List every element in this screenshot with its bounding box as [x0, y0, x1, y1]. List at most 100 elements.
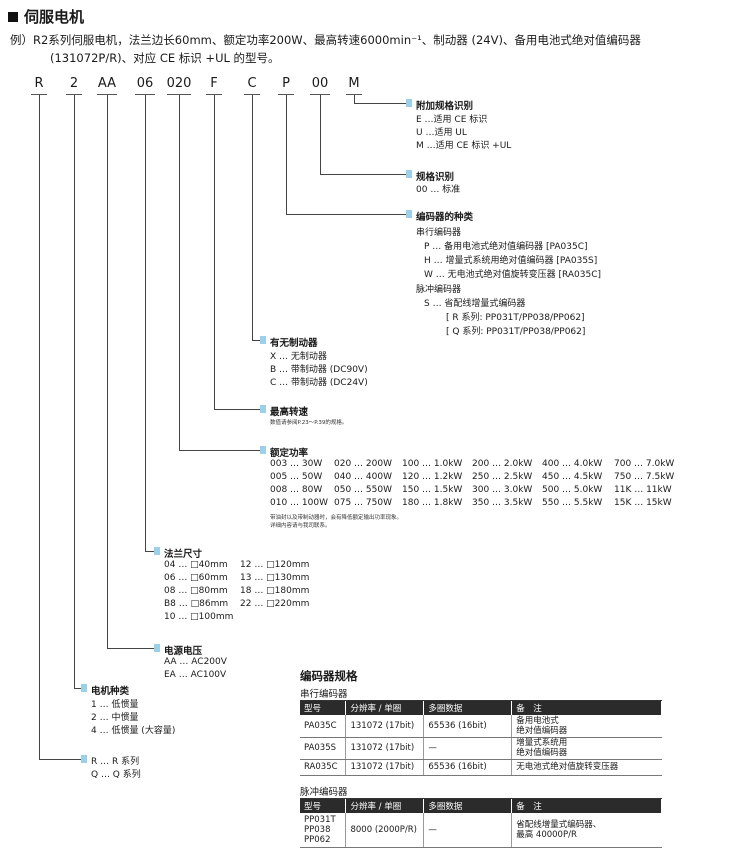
code-underline — [206, 94, 222, 95]
page-title-text: 伺服电机 — [24, 8, 85, 26]
power-item: 400 … 4.0kW — [542, 459, 603, 469]
code-underline — [135, 94, 155, 95]
connector-line — [286, 95, 287, 214]
cell-resolution: 8000 (2000P/R) — [345, 813, 424, 848]
section-marker-icon — [154, 644, 160, 652]
connector-line — [39, 759, 81, 760]
connector-line — [214, 95, 215, 409]
table-header-row: 型号 分辨率 / 单圈 多圈数据 备 注 — [300, 799, 662, 813]
section-marker-icon — [260, 405, 266, 413]
connector-line — [179, 450, 260, 451]
encoder-pulse-title: 脉冲编码器 — [416, 285, 462, 295]
speed-note: 数值请参阅P.23～P.39的规格。 — [270, 420, 348, 426]
power-item: 250 … 2.5kW — [472, 472, 533, 482]
connector-line — [74, 688, 81, 689]
encoder-item: W … 无电池式绝对值旋转变压器 [RA035C] — [424, 270, 602, 280]
encoder-item: H … 增量式系统用绝对值编码器 [PA035S] — [424, 256, 598, 266]
section-marker-icon — [406, 99, 412, 107]
header-note: 备 注 — [511, 701, 662, 715]
speed-title: 最高转速 — [270, 407, 309, 418]
cell-resolution: 131072 (17bit) — [345, 737, 424, 760]
connector-line — [354, 95, 355, 103]
table-header-row: 型号 分辨率 / 单圈 多圈数据 备 注 — [300, 701, 662, 715]
spec-title: 规格识别 — [416, 172, 455, 183]
table-row: PA035C 131072 (17bit) 65536 (16bit) 备用电池… — [300, 715, 662, 738]
connector-line — [252, 340, 260, 341]
power-item: 075 … 750W — [334, 498, 392, 508]
brake-item: B … 带制动器 (DC90V) — [270, 365, 368, 375]
model-line: PP031T — [304, 814, 336, 825]
code-option: M — [348, 76, 360, 91]
connector-line — [320, 174, 406, 175]
code-underline — [278, 94, 294, 95]
section-marker-icon — [260, 446, 266, 454]
power-item: 11K … 11kW — [614, 485, 672, 495]
cell-multiturn: 65536 (16bit) — [423, 759, 512, 776]
cell-note: 增量式系统用绝对值编码器 — [511, 737, 662, 760]
code-spec: 00 — [311, 76, 329, 91]
code-underline — [31, 94, 47, 95]
note-line: 备用电池式 — [516, 715, 559, 726]
option-item: E …适用 CE 标识 — [416, 115, 488, 125]
code-underline — [244, 94, 260, 95]
power-item: 008 … 80W — [270, 485, 323, 495]
power-item: 150 … 1.5kW — [402, 485, 463, 495]
square-bullet-icon — [8, 12, 18, 22]
connector-line — [39, 95, 40, 759]
power-item: 200 … 2.0kW — [472, 459, 533, 469]
code-power: 020 — [166, 76, 192, 91]
power-item: 100 … 1.0kW — [402, 459, 463, 469]
note-line: 绝对值编码器 — [516, 725, 568, 736]
power-item: 050 … 550W — [334, 485, 392, 495]
header-multiturn: 多圈数据 — [423, 701, 513, 715]
connector-line — [286, 214, 406, 215]
code-motor-type: 2 — [69, 76, 79, 91]
power-item: 300 … 3.0kW — [472, 485, 533, 495]
cell-model: PA035C — [300, 715, 346, 738]
power-item: 005 … 50W — [270, 472, 323, 482]
encoder-title: 编码器的种类 — [416, 212, 474, 223]
note-line: 最高 40000P/R — [516, 829, 577, 840]
table-top-rule — [300, 798, 662, 799]
encoder-item: P … 备用电池式绝对值编码器 [PA035C] — [424, 242, 588, 252]
cell-multiturn: 65536 (16bit) — [423, 715, 512, 738]
connector-line — [145, 95, 146, 551]
header-note: 备 注 — [511, 799, 662, 813]
code-speed: F — [210, 76, 218, 91]
encoder-item: [ R 系列: PP031T/PP038/PP062] — [446, 313, 585, 323]
encoder-spec-title: 编码器规格 — [300, 669, 358, 683]
header-resolution: 分辨率 / 单圈 — [345, 799, 425, 813]
model-line: PP038 — [304, 824, 331, 835]
brake-item: X … 无制动器 — [270, 352, 327, 362]
option-item: M …适用 CE 标识 +UL — [416, 141, 512, 151]
flange-item: 13 … □130mm — [240, 573, 310, 583]
section-marker-icon — [81, 755, 87, 763]
code-underline — [97, 94, 117, 95]
power-item: 350 … 3.5kW — [472, 498, 533, 508]
code-underline — [310, 94, 330, 95]
voltage-item: AA … AC200V — [164, 657, 227, 667]
note-line: 绝对值编码器 — [516, 748, 568, 758]
table-row: RA035C 131072 (17bit) 65536 (16bit) 无电池式… — [300, 759, 662, 776]
brake-title: 有无制动器 — [270, 338, 318, 349]
section-marker-icon — [154, 547, 160, 555]
encoder-item: [ Q 系列: PP031T/PP038/PP062] — [446, 327, 586, 337]
cell-model: RA035C — [300, 759, 346, 776]
power-item: 120 … 1.2kW — [402, 472, 463, 482]
connector-line — [179, 95, 180, 450]
code-series: R — [34, 76, 44, 91]
connector-line — [320, 95, 321, 174]
flange-item: 06 … □60mm — [164, 573, 228, 583]
page-title: 伺服电机 — [8, 6, 84, 27]
intro-line-1: 例）R2系列伺服电机，法兰边长60mm、额定功率200W、最高转速6000min… — [10, 33, 641, 47]
connector-line — [354, 103, 406, 104]
voltage-title: 电源电压 — [164, 646, 203, 657]
cell-note: 无电池式绝对值旋转变压器 — [511, 759, 662, 776]
header-resolution: 分辨率 / 单圈 — [345, 701, 425, 715]
serial-encoder-title: 串行编码器 — [300, 689, 348, 700]
flange-item: 22 … □220mm — [240, 599, 310, 609]
motor-title: 电机种类 — [91, 686, 130, 697]
power-item: 003 … 30W — [270, 459, 323, 469]
